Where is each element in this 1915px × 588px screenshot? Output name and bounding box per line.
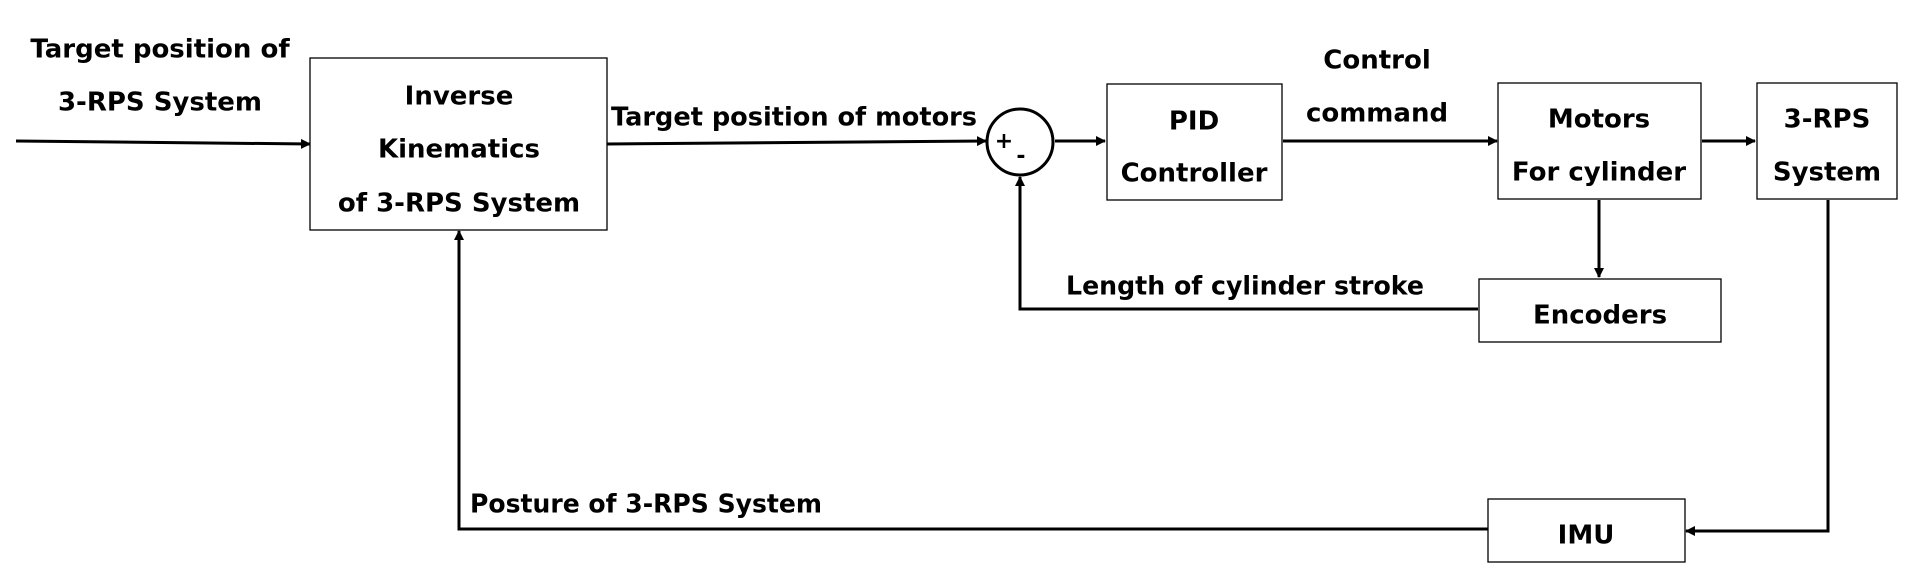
system-label: System xyxy=(1773,158,1881,188)
inverse-kinematics-label: of 3-RPS System xyxy=(338,189,580,219)
inverse-kinematics-block: Inverse Kinematics of 3-RPS System xyxy=(309,57,608,231)
summing-junction: + - xyxy=(985,107,1055,177)
motors-block: Motors For cylinder xyxy=(1497,82,1702,200)
motors-label: Motors xyxy=(1548,105,1650,135)
system-to-imu-line xyxy=(1685,200,1830,536)
control-command-label: Control xyxy=(1323,46,1430,76)
system-block: 3-RPS System xyxy=(1756,82,1898,200)
pid-controller-label: Controller xyxy=(1121,159,1268,189)
imu-block: IMU xyxy=(1487,498,1686,563)
control-command-label: command xyxy=(1306,99,1448,129)
imu-label: IMU xyxy=(1558,521,1615,551)
inverse-kinematics-label: Kinematics xyxy=(378,135,540,165)
pid-controller-block: PID Controller xyxy=(1106,83,1283,201)
pid-controller-label: PID xyxy=(1169,107,1219,137)
motors-label: For cylinder xyxy=(1512,158,1686,188)
encoders-block: Encoders xyxy=(1478,278,1722,343)
input-arrow xyxy=(15,138,311,149)
posture-feedback-line xyxy=(454,230,1488,531)
minus-sign: - xyxy=(1016,144,1025,169)
plus-sign: + xyxy=(995,129,1013,154)
encoders-label: Encoders xyxy=(1533,301,1667,331)
system-label: 3-RPS xyxy=(1784,105,1871,135)
stroke-feedback-line xyxy=(1015,176,1478,311)
cylinder-stroke-label: Length of cylinder stroke xyxy=(1066,272,1424,302)
summing-junction-circle xyxy=(985,107,1055,177)
input-signal-label: 3-RPS System xyxy=(58,88,262,118)
target-motors-arrow xyxy=(606,136,987,147)
posture-label: Posture of 3-RPS System xyxy=(470,490,822,520)
inverse-kinematics-label: Inverse xyxy=(405,82,514,112)
target-motors-label: Target position of motors xyxy=(611,103,977,133)
input-signal-label: Target position of xyxy=(30,35,290,65)
